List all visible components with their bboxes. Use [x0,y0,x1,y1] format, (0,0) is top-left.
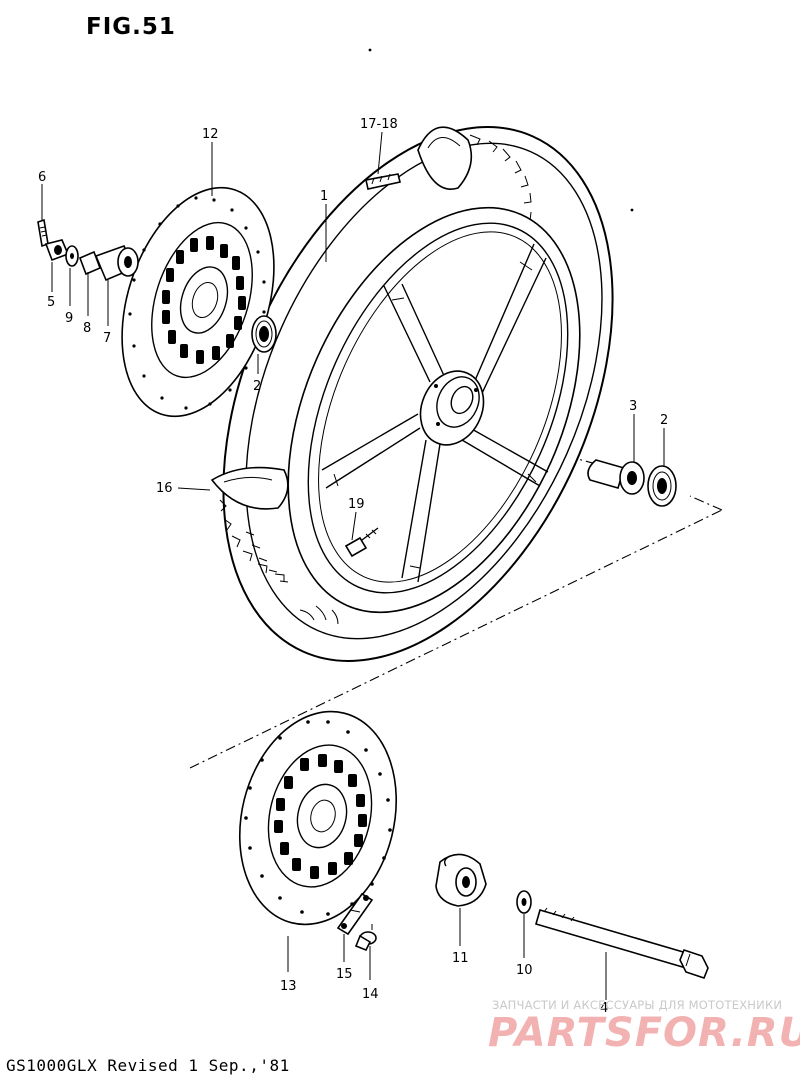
callout-9: 9 [65,311,73,326]
balance-weight-17-18 [365,173,401,190]
air-valve-19 [344,527,379,558]
callout-10: 10 [516,963,533,978]
callout-2-left: 2 [253,379,261,394]
callout-6: 6 [38,170,46,185]
callout-13: 13 [280,979,297,994]
hub-hardware-right [587,459,677,507]
callout-3: 3 [629,399,637,414]
stray-mark [630,208,634,212]
watermark-logo: PARTSFOR.RU [488,1010,800,1056]
callout-1: 1 [320,189,328,204]
callout-15: 15 [336,967,353,982]
figure-title: FIG.51 [86,14,176,40]
callout-14: 14 [362,987,379,1002]
callout-19: 19 [348,497,365,512]
callout-16: 16 [156,481,173,496]
callout-labels: 1 12 6 5 9 8 7 2 17-18 3 2 16 19 13 15 1… [38,117,668,1016]
callout-5: 5 [47,295,55,310]
callout-2-right: 2 [660,413,668,428]
callout-8: 8 [83,321,91,336]
callout-11: 11 [452,951,469,966]
footer-model-revision: GS1000GLX Revised 1 Sep.,'81 [6,1056,290,1075]
callout-4: 4 [600,1001,608,1016]
axle-hardware-bottom [336,853,709,979]
leader-lines [41,131,665,1000]
stray-mark [368,48,372,52]
brake-disc-13 [238,710,398,926]
callout-12: 12 [202,127,219,142]
rim-1 [287,206,581,614]
callout-17-18: 17-18 [360,117,398,132]
callout-7: 7 [103,331,111,346]
watermark-tagline: ЗАПЧАСТИ И АКСЕССУАРЫ ДЛЯ МОТОТЕХНИКИ [492,998,783,1012]
hub-hardware-left [37,218,277,353]
